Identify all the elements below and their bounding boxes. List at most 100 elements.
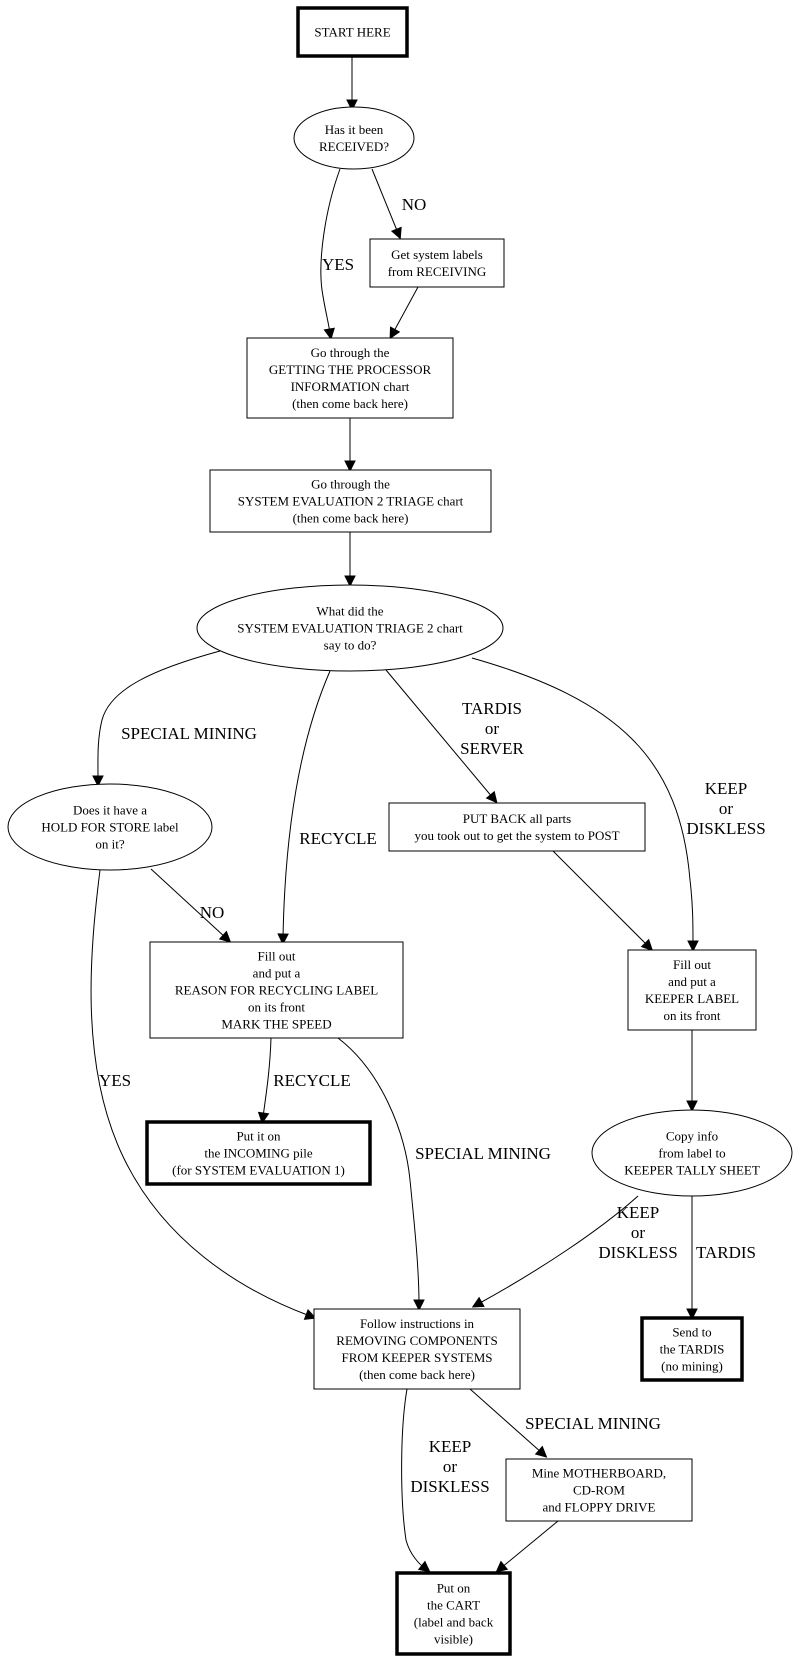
- arrowhead-icon: [346, 99, 358, 112]
- arrowhead-icon: [303, 1308, 317, 1320]
- node-label-line: Fill out: [258, 949, 296, 964]
- process-box: [246, 337, 454, 419]
- node-label-line: from RECEIVING: [388, 264, 487, 279]
- edge-hold_for_store-to-recycle_label: [150, 868, 232, 943]
- decision-ellipse: [293, 106, 415, 170]
- node-label-line: SYSTEM EVALUATION 2 TRIAGE chart: [238, 494, 464, 509]
- node-label-line: REASON FOR RECYCLING LABEL: [175, 983, 378, 998]
- arrowhead-icon: [471, 1296, 485, 1308]
- node-label-line: Go through the: [311, 477, 390, 492]
- terminal-box: [640, 1316, 744, 1382]
- edge-label: SPECIAL MINING: [415, 1144, 551, 1163]
- edge-label-line: YES: [322, 255, 354, 274]
- node-label-line: and put a: [253, 966, 301, 981]
- node-label-line: (then come back here): [359, 1367, 475, 1382]
- edge-label-line: RECYCLE: [299, 829, 376, 848]
- node-start: START HERE: [296, 6, 409, 58]
- edge-label-line: NO: [402, 195, 427, 214]
- node-label-line: Mine MOTHERBOARD,: [532, 1466, 666, 1481]
- terminal-box: [145, 1120, 372, 1186]
- node-label-line: KEEPER TALLY SHEET: [624, 1163, 760, 1178]
- node-label-line: on its front: [248, 1000, 305, 1015]
- edge-processor_info-to-triage_chart: [344, 418, 356, 473]
- edge-label-line: or: [443, 1457, 458, 1476]
- edge-label-line: TARDIS: [462, 699, 522, 718]
- arrowhead-icon: [323, 327, 335, 341]
- node-label-line: and FLOPPY DRIVE: [543, 1500, 656, 1515]
- node-label-line: Put it on: [236, 1129, 281, 1144]
- terminal-box: [296, 6, 409, 58]
- edge-label-line: SPECIAL MINING: [415, 1144, 551, 1163]
- arrowhead-icon: [417, 1560, 431, 1573]
- edge-tally_sheet-to-send_tardis: [686, 1196, 698, 1321]
- edge-label-line: YES: [99, 1071, 131, 1090]
- arrowhead-icon: [277, 933, 289, 946]
- node-label-line: KEEPER LABEL: [645, 991, 739, 1006]
- node-label-line: Has it been: [325, 122, 384, 137]
- edge-label-line: DISKLESS: [598, 1243, 677, 1262]
- arrowhead-icon: [534, 1445, 548, 1458]
- node-label-line: (then come back here): [293, 511, 409, 526]
- edge-recycle_label-to-removing_components: [337, 1037, 425, 1312]
- edge-line: [471, 657, 694, 946]
- process-box: [627, 949, 757, 1031]
- node-label-line: FROM KEEPER SYSTEMS: [342, 1350, 493, 1365]
- edge-label: RECYCLE: [299, 829, 376, 848]
- node-recycle-label: Fill out and put a REASON FOR RECYCLING LA…: [149, 941, 404, 1039]
- edge-label-line: SPECIAL MINING: [525, 1414, 661, 1433]
- node-label-line: Does it have a: [73, 803, 147, 818]
- arrowhead-icon: [686, 1308, 698, 1321]
- edge-label-line: KEEP: [705, 779, 748, 798]
- arrowhead-icon: [257, 1111, 270, 1125]
- node-label-line: and put a: [668, 974, 716, 989]
- process-box: [369, 238, 505, 288]
- edge-removing_components-to-cart: [401, 1388, 431, 1573]
- terminal-box: [395, 1571, 512, 1656]
- edge-label-line: or: [719, 799, 734, 818]
- arrowhead-icon: [686, 1100, 698, 1113]
- edge-mine_parts-to-cart: [495, 1520, 559, 1573]
- process-box: [313, 1308, 521, 1390]
- node-label-line: What did the: [316, 604, 383, 619]
- edge-triage_chart-to-triage_result: [344, 532, 356, 588]
- process-box: [505, 1458, 693, 1522]
- edge-label-line: SERVER: [460, 739, 524, 758]
- node-label-line: Copy info: [666, 1129, 718, 1144]
- edge-line: [477, 1195, 639, 1305]
- edge-line: [392, 286, 419, 334]
- node-label-line: RECEIVED?: [319, 139, 389, 154]
- arrowhead-icon: [485, 790, 498, 804]
- node-label-line: SYSTEM EVALUATION TRIAGE 2 chart: [237, 621, 463, 636]
- edge-label-line: NO: [200, 903, 225, 922]
- edge-label-line: DISKLESS: [686, 819, 765, 838]
- edge-label-line: RECYCLE: [273, 1071, 350, 1090]
- edge-label-line: TARDIS: [696, 1243, 756, 1262]
- edge-received-to-processor_info: [320, 168, 341, 341]
- decision-ellipse: [7, 783, 213, 871]
- edges-layer: [90, 56, 699, 1573]
- arrowhead-icon: [218, 930, 232, 943]
- arrowhead-icon: [495, 1560, 509, 1573]
- edge-triage_result-to-recycle_label: [277, 670, 331, 946]
- edge-line: [401, 1388, 426, 1569]
- edge-label-line: DISKLESS: [410, 1477, 489, 1496]
